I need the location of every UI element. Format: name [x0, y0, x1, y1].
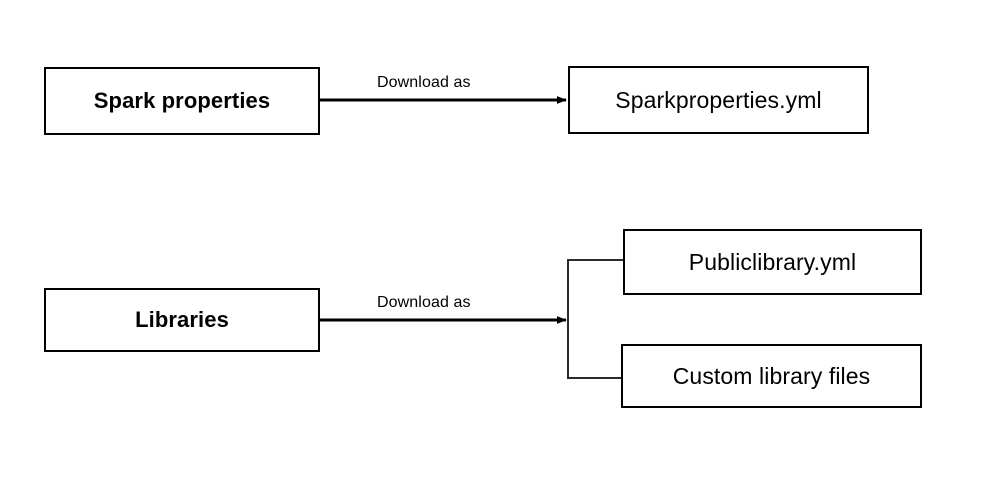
- node-libraries: Libraries: [44, 288, 320, 352]
- node-custom-library-files-label: Custom library files: [672, 362, 871, 389]
- node-publiclibrary-yml: Publiclibrary.yml: [623, 229, 922, 295]
- node-publiclibrary-yml-label: Publiclibrary.yml: [688, 248, 857, 275]
- node-sparkproperties-yml-label: Sparkproperties.yml: [615, 86, 822, 113]
- node-spark-properties-label: Spark properties: [93, 88, 271, 114]
- edge-label-download-as-libraries: Download as: [377, 294, 471, 311]
- node-libraries-label: Libraries: [135, 307, 229, 333]
- node-spark-properties: Spark properties: [44, 67, 320, 135]
- node-custom-library-files: Custom library files: [621, 344, 922, 408]
- node-sparkproperties-yml: Sparkproperties.yml: [568, 66, 869, 134]
- edge-label-download-as-spark: Download as: [377, 74, 471, 91]
